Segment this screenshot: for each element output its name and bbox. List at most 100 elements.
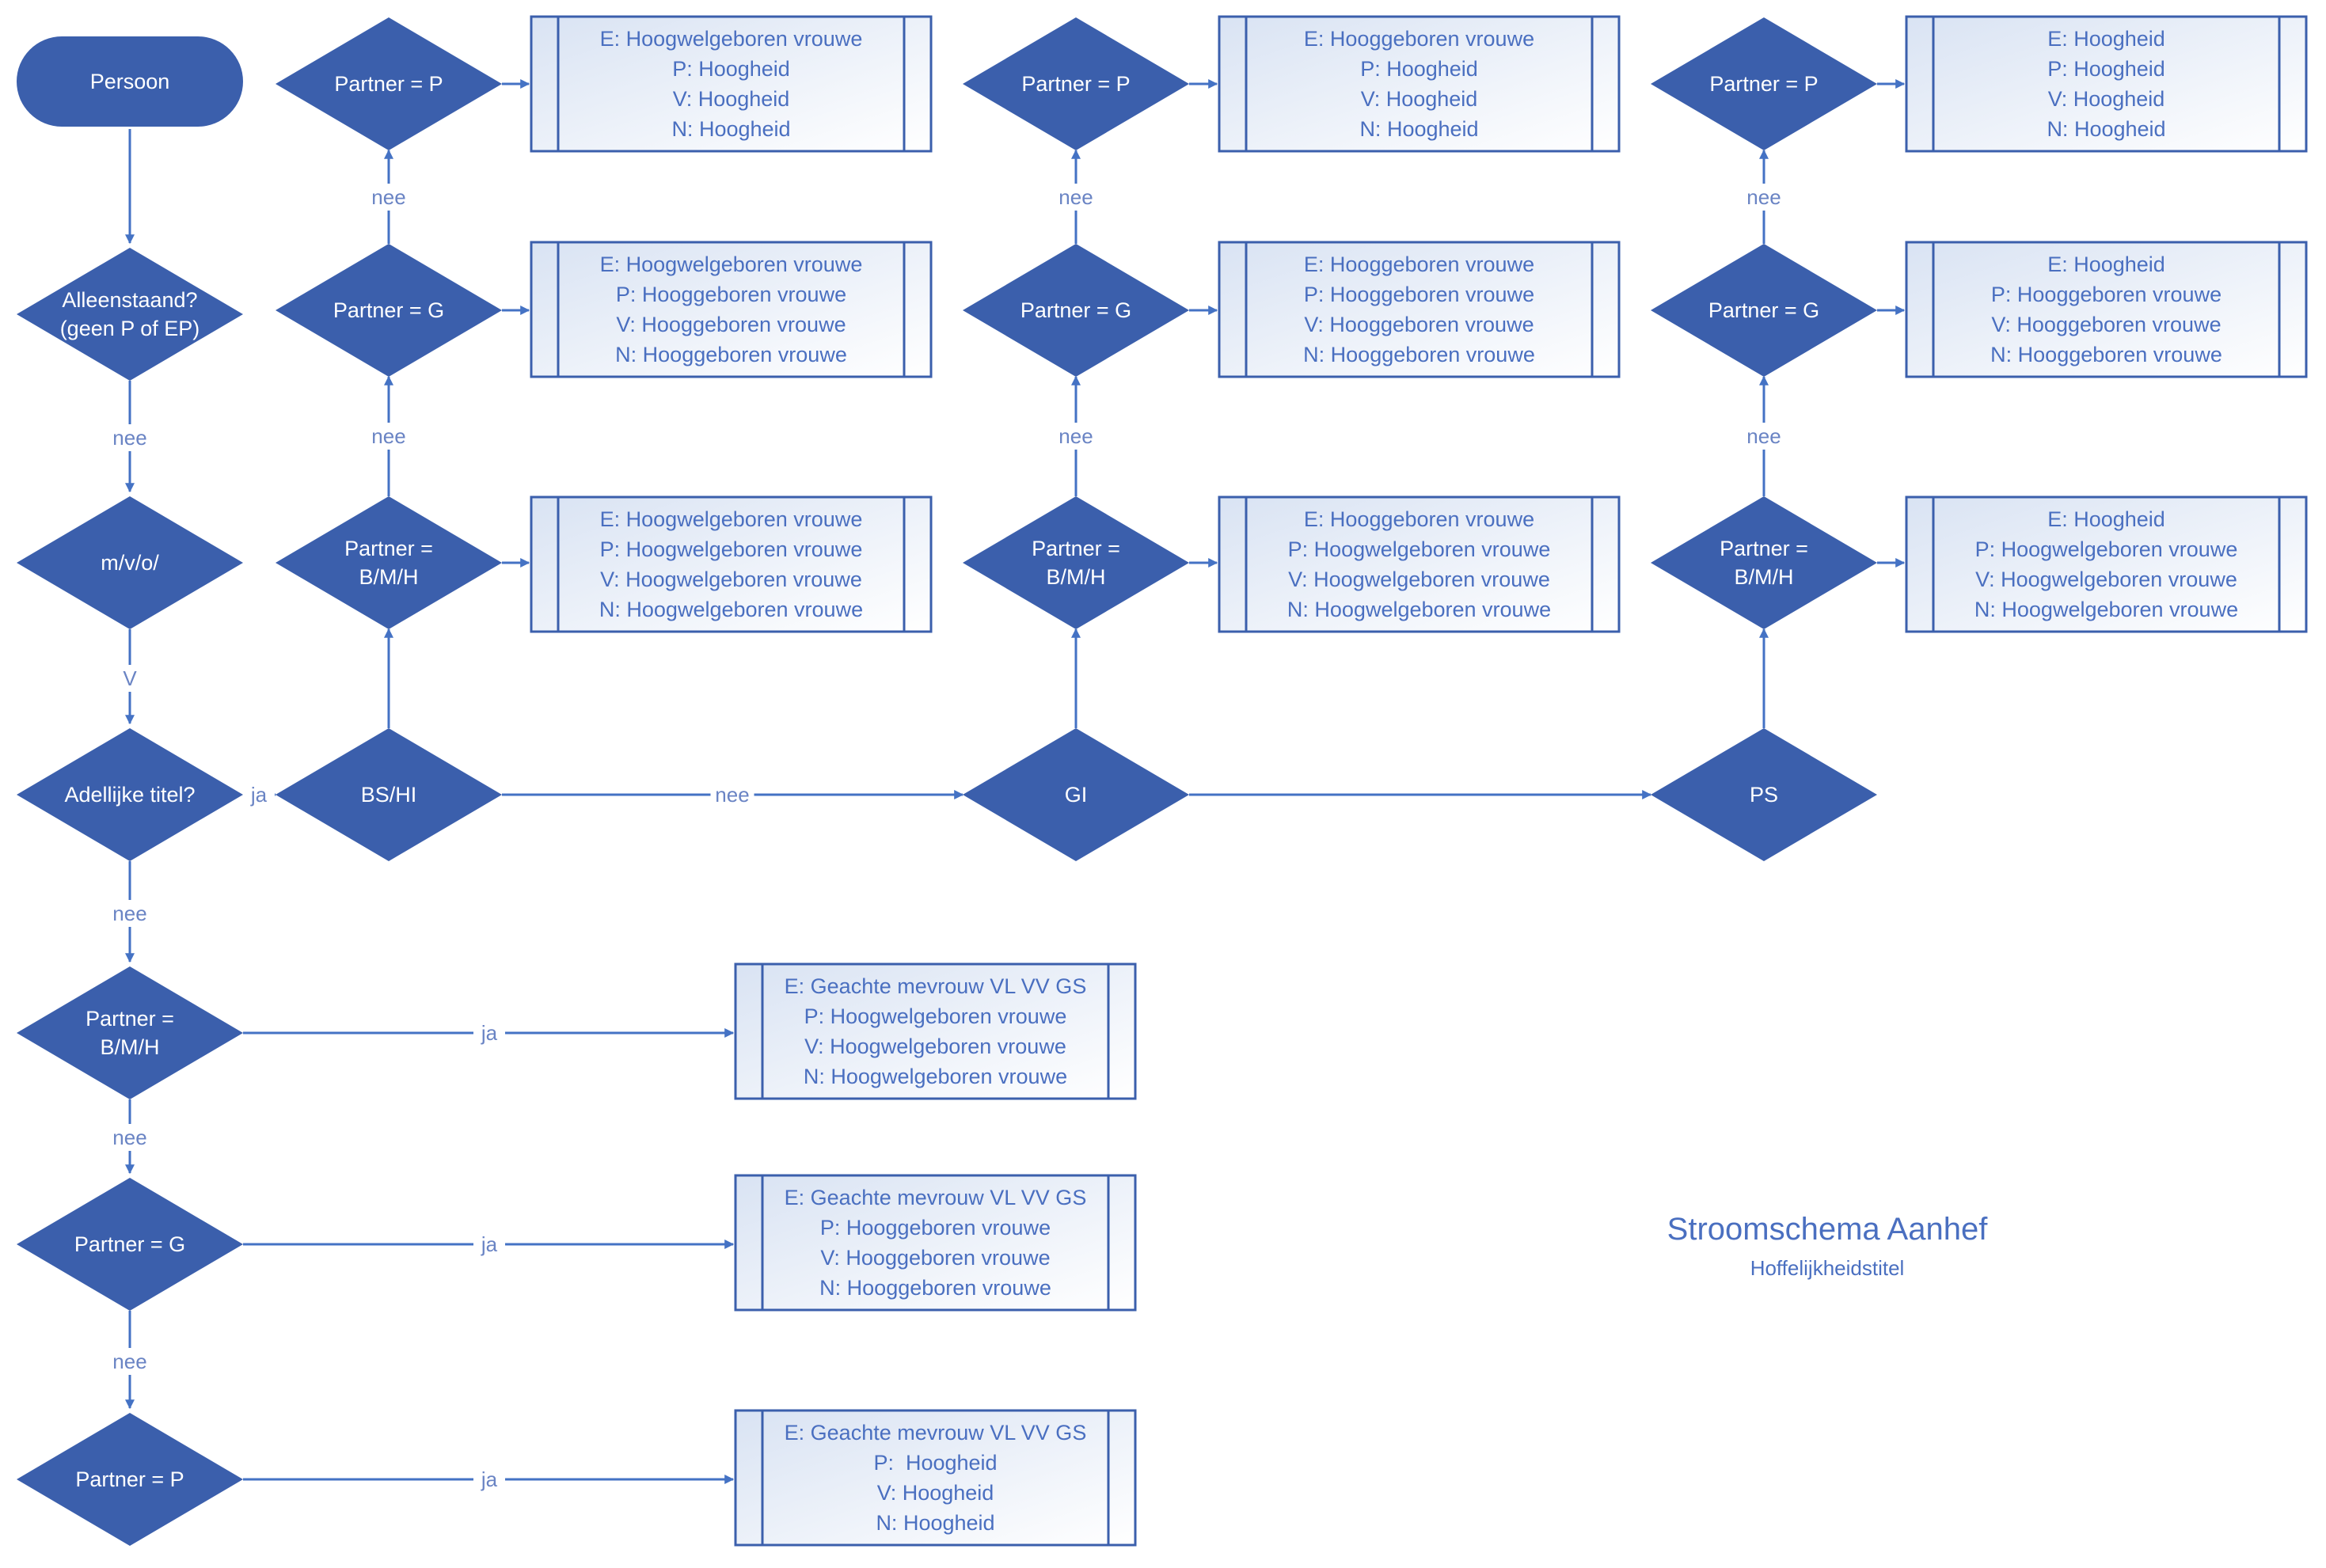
node-left-pbmh[interactable]: Partner =B/M/H [17, 966, 243, 1099]
decision-shape [276, 728, 502, 861]
edge-label-bg [1054, 423, 1098, 450]
node-label: m/v/o/ [101, 551, 159, 575]
node-label: PS [1750, 783, 1778, 807]
result-box-line: V: Hooggeboren vrouwe [1304, 313, 1534, 336]
edge-label-bg [367, 423, 411, 450]
node-label: Adellijke titel? [64, 783, 195, 807]
edge-label-bg [473, 1019, 505, 1046]
result-box-line: V: Hoogheid [877, 1481, 994, 1505]
node-c3-pp[interactable]: Partner = P [1651, 17, 1877, 150]
decision-shape [276, 496, 502, 629]
result-box-line: N: Hoogheid [671, 117, 790, 141]
result-box-frame [1218, 15, 1621, 153]
node-label: Partner = P [75, 1467, 184, 1491]
node-c2-pg[interactable]: Partner = G [963, 244, 1189, 377]
edge-label-bg [1054, 184, 1098, 211]
result-box-line: V: Hooggeboren vrouwe [820, 1246, 1050, 1270]
result-box-line: P: Hoogheid [2047, 57, 2165, 81]
result-box-left-pg: E: Geachte mevrouw VL VV GSP: Hooggebore… [734, 1174, 1137, 1312]
result-box-left-pp: E: Geachte mevrouw VL VV GSP: HoogheidV:… [734, 1409, 1137, 1547]
edge-label-nee: nee [1746, 424, 1781, 448]
node-alleenstaand[interactable]: Alleenstaand? (geen P of EP) [17, 248, 243, 381]
node-label: (geen P of EP) [60, 317, 200, 340]
result-box-line: N: Hoogheid [876, 1511, 994, 1535]
result-box-frame [734, 1174, 1137, 1312]
result-box-line: E: Hoogwelgeboren vrouwe [600, 507, 863, 531]
decision-shape [17, 728, 243, 861]
result-box-line: N: Hoogheid [2047, 117, 2165, 141]
edge-label-v: V [123, 666, 137, 690]
node-label: Alleenstaand? [62, 288, 197, 312]
node-adellijke[interactable]: Adellijke titel? [17, 728, 243, 861]
result-box-line: V: Hoogheid [2048, 87, 2165, 111]
node-persoon[interactable]: Persoon [17, 36, 243, 127]
edge-label-nee: nee [715, 783, 749, 807]
decision-shape [963, 17, 1189, 150]
node-c1-pp[interactable]: Partner = P [276, 17, 502, 150]
result-box-frame [1905, 15, 2308, 153]
node-label: B/M/H [359, 565, 418, 589]
result-box-line: E: Geachte mevrouw VL VV GS [785, 1186, 1087, 1209]
node-label: Persoon [90, 70, 170, 93]
node-label: B/M/H [1046, 565, 1105, 589]
node-gi[interactable]: GI [963, 728, 1189, 861]
result-box-line: E: Hooggeboren vrouwe [1304, 252, 1534, 276]
node-label: Partner = G [333, 298, 444, 322]
decision-shape [276, 17, 502, 150]
node-label: Partner = P [1709, 72, 1818, 96]
edge-label-ja: ja [481, 1021, 498, 1045]
edge-label-bg [473, 1231, 505, 1258]
decision-shape [1651, 244, 1877, 377]
edge-label-bg [243, 781, 275, 808]
result-box-frame [734, 962, 1137, 1100]
node-c3-pg[interactable]: Partner = G [1651, 244, 1877, 377]
node-c1-pg[interactable]: Partner = G [276, 244, 502, 377]
diagram-subtitle: Hoffelijkheidstitel [1750, 1256, 1905, 1280]
result-box-line: V: Hoogwelgeboren vrouwe [804, 1035, 1066, 1058]
node-ps[interactable]: PS [1651, 728, 1877, 861]
node-c2-pbmh[interactable]: Partner =B/M/H [963, 496, 1189, 629]
result-box-frame [530, 495, 933, 633]
node-mvo[interactable]: m/v/o/ [17, 496, 243, 629]
decision-shape [1651, 728, 1877, 861]
node-c2-pp[interactable]: Partner = P [963, 17, 1189, 150]
decision-shape [963, 496, 1189, 629]
edge-label-bg [108, 900, 152, 927]
edge-label-ja: ja [481, 1467, 498, 1491]
edge-label-bg [367, 184, 411, 211]
result-box-line: E: Hoogheid [2047, 27, 2165, 51]
terminator-shape [17, 36, 243, 127]
node-c1-pbmh[interactable]: Partner =B/M/H [276, 496, 502, 629]
node-left-pp[interactable]: Partner = P [17, 1413, 243, 1546]
node-label: B/M/H [100, 1035, 159, 1059]
result-box-line: E: Hooggeboren vrouwe [1304, 27, 1534, 51]
decision-shape [1651, 496, 1877, 629]
result-box-line: V: Hooggeboren vrouwe [1991, 313, 2221, 336]
node-left-pg[interactable]: Partner = G [17, 1178, 243, 1311]
edge-label-bg [1742, 184, 1786, 211]
result-box-line: P: Hoogwelgeboren vrouwe [1975, 537, 2238, 561]
node-label: BS/HI [361, 783, 417, 807]
edge-label-nee: nee [371, 424, 405, 448]
result-box-line: N: Hoogheid [1359, 117, 1478, 141]
node-bshi[interactable]: BS/HI [276, 728, 502, 861]
result-box-line: N: Hooggeboren vrouwe [1990, 343, 2222, 366]
edge-label-nee: nee [112, 1350, 146, 1373]
edge-label-bg [108, 1348, 152, 1375]
node-label: Partner = P [1021, 72, 1130, 96]
node-label: Partner = P [334, 72, 443, 96]
node-label: B/M/H [1734, 565, 1793, 589]
node-c3-pbmh[interactable]: Partner =B/M/H [1651, 496, 1877, 629]
result-box-line: P: Hooggeboren vrouwe [1991, 283, 2221, 306]
result-box-frame [1218, 495, 1621, 633]
node-label: Partner = G [1708, 298, 1819, 322]
node-label: Partner = G [74, 1232, 185, 1256]
result-box-line: V: Hoogheid [673, 87, 790, 111]
